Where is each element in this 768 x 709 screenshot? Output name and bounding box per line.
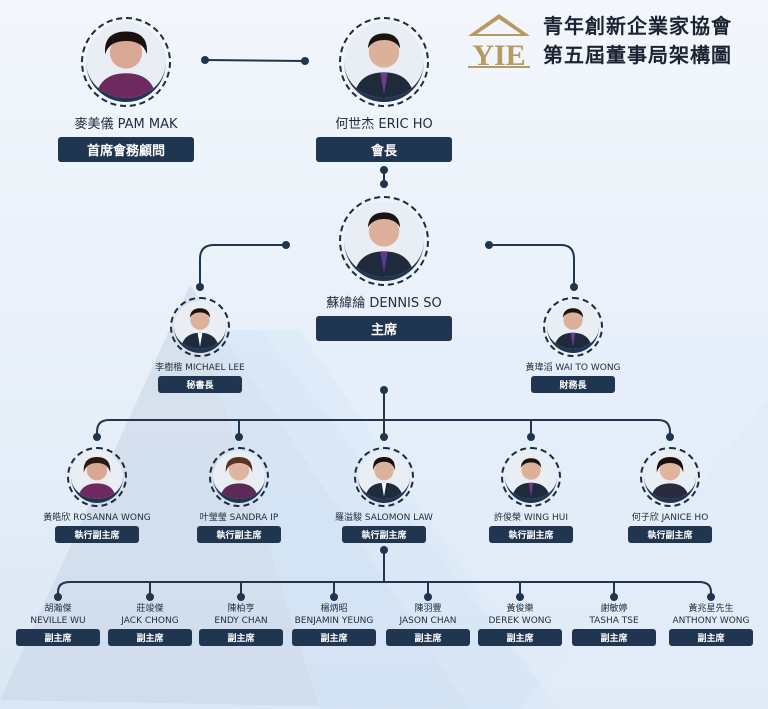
exec-vice-chairman-card: 黃皓欣 ROSANNA WONG 執行副主席	[37, 447, 157, 544]
vice-chairman-card: 陳羽豐 JASON CHAN 副主席	[378, 603, 478, 647]
vice-chairman-role-badge: 副主席	[669, 629, 753, 647]
vice-chairman-name-en: DEREK WONG	[488, 616, 552, 627]
vice-chairman-card: 黃俊樂 DEREK WONG 副主席	[470, 603, 570, 647]
avatar	[339, 17, 429, 107]
portrait-icon	[77, 457, 117, 499]
chairman-role-badge: 主席	[316, 316, 452, 342]
advisor-card: 麥美儀 PAM MAK 首席會務顧問	[56, 17, 196, 163]
title-line-2: 第五屆董事局架構圖	[543, 43, 732, 67]
chairman-card: 蘇緯綸 DENNIS SO 主席	[314, 196, 454, 342]
avatar	[543, 297, 603, 357]
avatar	[501, 447, 561, 507]
exec-vice-chairman-role-badge: 執行副主席	[55, 526, 139, 544]
avatar	[354, 447, 414, 507]
advisor-name: 麥美儀 PAM MAK	[74, 117, 178, 132]
president-card: 何世杰 ERIC HO 會長	[314, 17, 454, 163]
exec-vice-chairman-role-badge: 執行副主席	[489, 526, 573, 544]
exec-vice-chairman-name: 羅溢駿 SALOMON LAW	[335, 513, 433, 523]
portrait-icon	[353, 212, 415, 277]
secretary-card: 李樹楷 MICHAEL LEE 秘書長	[150, 297, 250, 394]
vice-chairman-card: 莊竣傑 JACK CHONG 副主席	[100, 603, 200, 647]
svg-text:YIE: YIE	[472, 39, 525, 70]
yie-logo: YIE	[468, 14, 530, 70]
vice-chairman-name-zh: 胡瀚傑	[44, 604, 72, 614]
vice-chairman-name-zh: 陳柏亨	[227, 604, 255, 614]
treasurer-name: 黃瑋滔 WAI TO WONG	[525, 363, 621, 373]
vice-chairman-name-zh: 謝敏婷	[600, 604, 628, 614]
vice-chairman-card: 謝敏婷 TASHA TSE 副主席	[564, 603, 664, 647]
portrait-icon	[553, 308, 593, 349]
vice-chairman-name-en: NEVILLE WU	[30, 616, 86, 627]
vice-chairman-role-badge: 副主席	[199, 629, 283, 647]
avatar	[170, 297, 230, 357]
vice-chairman-role-badge: 副主席	[108, 629, 192, 647]
exec-vice-chairman-role-badge: 執行副主席	[628, 526, 712, 544]
vice-chairman-role-badge: 副主席	[572, 629, 656, 647]
vice-chairman-name-zh: 黃俊樂	[506, 604, 534, 614]
president-name: 何世杰 ERIC HO	[335, 117, 433, 132]
exec-vice-chairman-card: 許俊榮 WING HUI 執行副主席	[471, 447, 591, 544]
portrait-icon	[511, 458, 551, 499]
vice-chairman-name-zh: 楊炳昭	[320, 604, 348, 614]
vice-chairman-name-en: TASHA TSE	[589, 616, 639, 627]
exec-vice-chairman-name: 何子欣 JANICE HO	[631, 513, 709, 523]
vice-chairman-role-badge: 副主席	[292, 629, 376, 647]
exec-vice-chairman-role-badge: 執行副主席	[197, 526, 281, 544]
treasurer-card: 黃瑋滔 WAI TO WONG 財務長	[523, 297, 623, 394]
vice-chairman-card: 黃兆星先生 ANTHONY WONG 副主席	[656, 603, 766, 647]
vice-chairman-card: 陳柏亨 ENDY CHAN 副主席	[191, 603, 291, 647]
vice-chairman-name-en: ENDY CHAN	[214, 616, 268, 627]
portrait-icon	[180, 308, 220, 349]
avatar	[339, 196, 429, 286]
portrait-icon	[95, 31, 157, 98]
vice-chairman-name-zh: 莊竣傑	[136, 604, 164, 614]
vice-chairman-name-en: JACK CHONG	[121, 616, 179, 627]
avatar	[67, 447, 127, 507]
portrait-icon	[353, 33, 415, 98]
exec-vice-chairman-card: 羅溢駿 SALOMON LAW 執行副主席	[324, 447, 444, 544]
vice-chairman-name-en: JASON CHAN	[399, 616, 457, 627]
secretary-name: 李樹楷 MICHAEL LEE	[155, 363, 245, 373]
vice-chairman-role-badge: 副主席	[386, 629, 470, 647]
vice-chairman-name-zh: 陳羽豐	[414, 604, 442, 614]
portrait-icon	[219, 457, 259, 499]
avatar	[209, 447, 269, 507]
exec-vice-chairman-name: 叶瑩瑩 SANDRA IP	[199, 513, 279, 523]
vice-chairman-name-zh: 黃兆星先生	[688, 604, 734, 614]
avatar	[640, 447, 700, 507]
chairman-name: 蘇緯綸 DENNIS SO	[326, 296, 442, 311]
exec-vice-chairman-name: 許俊榮 WING HUI	[494, 513, 568, 523]
exec-vice-chairman-card: 何子欣 JANICE HO 執行副主席	[610, 447, 730, 544]
avatar	[81, 17, 171, 107]
secretary-role-badge: 秘書長	[158, 376, 242, 394]
portrait-icon	[364, 457, 404, 499]
treasurer-role-badge: 財務長	[531, 376, 615, 394]
vice-chairman-name-en: ANTHONY WONG	[672, 616, 750, 627]
title-line-1: 青年創新企業家協會	[543, 14, 732, 38]
vice-chairman-name-en: BENJAMIN YEUNG	[294, 616, 374, 627]
exec-vice-chairman-role-badge: 執行副主席	[342, 526, 426, 544]
exec-vice-chairman-name: 黃皓欣 ROSANNA WONG	[43, 513, 151, 523]
portrait-icon	[650, 457, 690, 499]
advisor-role-badge: 首席會務顧問	[58, 137, 194, 163]
vice-chairman-role-badge: 副主席	[478, 629, 562, 647]
vice-chairman-role-badge: 副主席	[16, 629, 100, 647]
exec-vice-chairman-card: 叶瑩瑩 SANDRA IP 執行副主席	[179, 447, 299, 544]
vice-chairman-card: 胡瀚傑 NEVILLE WU 副主席	[8, 603, 108, 647]
page-title: 青年創新企業家協會 第五屆董事局架構圖	[543, 12, 732, 70]
president-role-badge: 會長	[316, 137, 452, 163]
vice-chairman-card: 楊炳昭 BENJAMIN YEUNG 副主席	[278, 603, 390, 647]
